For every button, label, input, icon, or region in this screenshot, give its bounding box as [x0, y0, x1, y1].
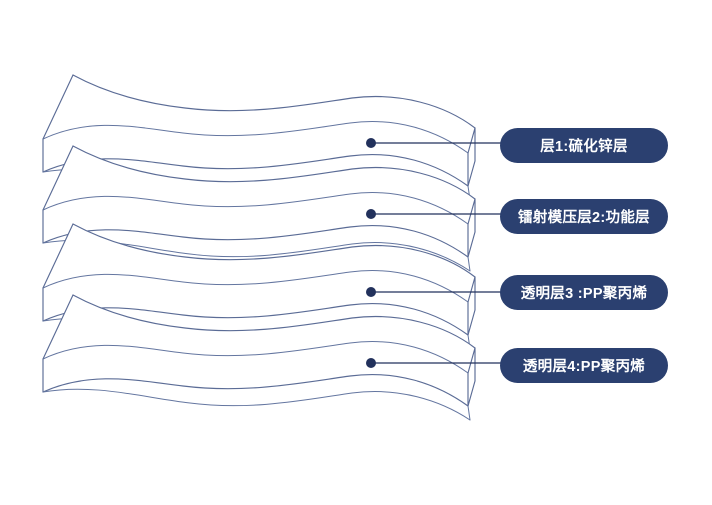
layer-label-2[interactable]: 镭射模压层2:功能层	[500, 199, 668, 234]
layer-label-1[interactable]: 层1:硫化锌层	[500, 128, 668, 163]
layer-sheet-4	[42, 294, 476, 421]
leader-1	[366, 138, 506, 148]
leader-3	[366, 287, 506, 297]
layer-label-4[interactable]: 透明层4:PP聚丙烯	[500, 348, 668, 383]
leader-2	[366, 209, 506, 219]
leader-4	[366, 358, 506, 368]
layer-label-3[interactable]: 透明层3 :PP聚丙烯	[500, 275, 668, 310]
